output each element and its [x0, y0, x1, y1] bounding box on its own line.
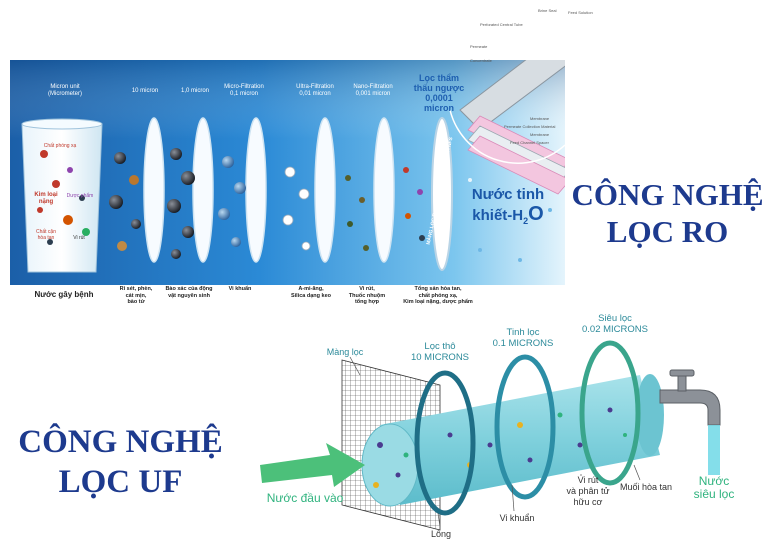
ro-highlight-label: Lọc thẩm thấu ngược 0,0001 micron: [413, 73, 465, 113]
ro-membrane-illustration: [449, 60, 565, 195]
glass-dissolved-label: Chất cặn hòa tan: [35, 229, 56, 241]
glass-caption: Nước gây bệnh: [34, 290, 94, 299]
uf-rings: [414, 340, 641, 516]
ro-panel: Micron unit (Micrometer) 10 micron 1,0 m…: [10, 60, 565, 308]
ro-title-line2: LỌC RO: [606, 214, 729, 250]
membrane-part-collection: Permeate Collection Material: [504, 124, 556, 129]
ro-stage-1-top: 10 micron: [131, 88, 159, 94]
uf-title-line1: CÔNG NGHỆ: [18, 424, 223, 460]
ro-title: CÔNG NGHỆ LỌC RO: [565, 176, 770, 250]
uf-title: CÔNG NGHỆ LỌC UF: [8, 423, 233, 502]
uf-title-line2: LỌC UF: [58, 463, 183, 500]
ro-stage-1-bottom: Rỉ sét, phèn, cát mịn, bào tử: [119, 286, 153, 306]
uf-cylinder: [380, 375, 660, 505]
ro-particles: [109, 148, 425, 259]
faucet-icon: [659, 369, 721, 475]
ro-diagram: [10, 60, 565, 308]
glass-radioactive-label: Chất phóng xạ: [43, 143, 77, 149]
ro-stage-4-bottom: A-mi-ăng, Silica dạng keo: [290, 286, 332, 299]
uf-output-label: Nước siêu lọc: [693, 474, 735, 502]
uf-mang-loc-label: Màng lọc: [326, 347, 364, 357]
uf-panel: Màng lọc Lọc thô 10 MICRONS Tinh lọc 0.1…: [230, 313, 780, 553]
glass-virus-label: Vi rút: [73, 235, 85, 241]
membrane-part-concentrate: Concentrate: [470, 58, 492, 63]
pure-water-label: Nước tinh khiết-H2O: [468, 186, 548, 227]
ro-stage-3-bottom: Vi khuẩn: [228, 286, 252, 292]
ro-stage-2-top: 1,0 micron: [180, 88, 209, 94]
uf-input-label: Nước đầu vào: [266, 491, 344, 505]
membrane-part-membrane-1: Membrane: [530, 116, 550, 121]
uf-vi-rut-label: Vi rút và phân tử hữu cơ: [566, 475, 610, 507]
pure-water-text: khiết-H: [472, 207, 524, 225]
uf-muoi-label: Muối hòa tan: [619, 482, 673, 492]
pure-water-line2: khiết-H2O: [468, 203, 548, 226]
uf-vi-khuan-label: Vi khuẩn: [499, 513, 535, 523]
ro-stage-5-top: Nano-Filtration 0,001 micron: [353, 84, 393, 97]
ro-title-line1: CÔNG NGHỆ: [571, 177, 764, 212]
uf-long-label: Lông: [430, 529, 452, 539]
uf-input-arrow: [260, 443, 365, 487]
uf-sieu-loc-label: Siêu lọc 0.02 MICRONS: [582, 313, 648, 336]
uf-loc-tho-label: Lọc thô 10 MICRONS: [410, 341, 470, 364]
ro-micron-unit-label: Micron unit (Micrometer): [48, 84, 82, 97]
ro-stage-5-bottom: Vi rút, Thuốc nhuộm tổng hợp: [348, 286, 386, 306]
membrane-parts-labels: Brine Seal Feed Solution Perforated Cent…: [470, 4, 600, 154]
glass-heavy-metal-label: Kim loại nặng: [34, 192, 58, 205]
membrane-part-brine-seal: Brine Seal: [538, 8, 557, 13]
membrane-part-feed-solution: Feed Solution: [568, 10, 593, 15]
ro-stage-2-bottom: Bào xác của động vật nguyên sinh: [165, 286, 213, 299]
uf-tinh-loc-label: Tinh lọc 0.1 MICRONS: [492, 327, 554, 350]
membrane-part-membrane-2: Membrane: [530, 132, 550, 137]
uf-particles: [373, 407, 627, 488]
glass-pharma-label: Dược phẩm: [66, 193, 94, 199]
pure-water-end: O: [528, 203, 544, 226]
ro-stage-6-bottom: Tổng sản hòa tan, chất phóng xạ, Kim loạ…: [403, 286, 473, 306]
membrane-part-spacer: Feed Channel Spacer: [510, 140, 549, 145]
ro-filter-discs: [143, 117, 453, 271]
ro-stage-4-top: Ultra-Filtration 0,01 micron: [296, 84, 334, 97]
uf-diagram: [260, 340, 721, 531]
pure-water-line1: Nước tinh: [471, 186, 545, 203]
ro-stage-3-top: Micro-Filtration 0,1 micron: [224, 84, 264, 97]
membrane-part-central-tube: Perforated Central Tube: [480, 22, 523, 27]
pure-water-sub: 2: [523, 216, 529, 227]
membrane-part-permeate: Permeate: [470, 44, 488, 49]
